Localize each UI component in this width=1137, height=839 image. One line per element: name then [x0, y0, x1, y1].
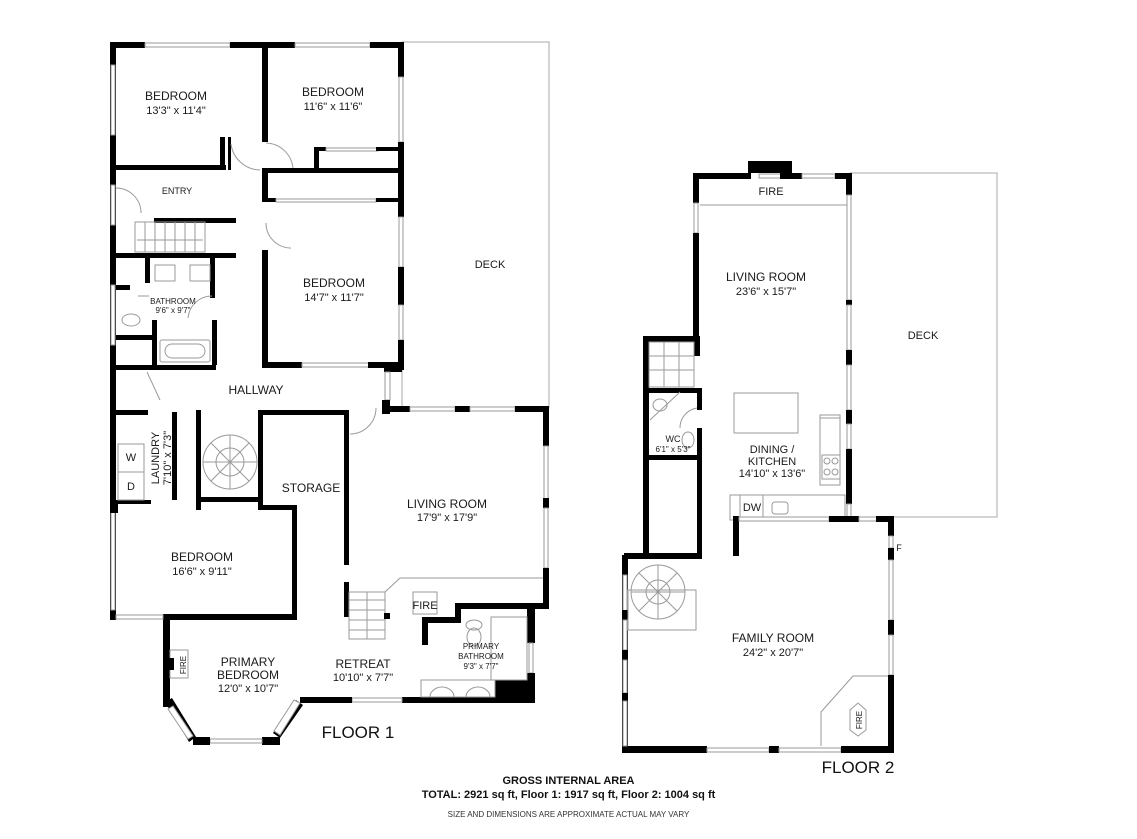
room-label-entry: ENTRY [162, 186, 192, 196]
dryer-label: D [127, 481, 135, 493]
room-label-retreat: RETREAT [335, 657, 391, 671]
fireplace-label-primary: FIRE [179, 656, 188, 674]
room-label-floor-2-living-room: LIVING ROOM [726, 270, 806, 284]
floor-1-spiral-stair [202, 434, 258, 490]
room-dims-bedroom-1: 13'3" x 11'4" [146, 105, 206, 117]
floor-1-title: FLOOR 1 [322, 723, 395, 742]
fireplace-label-family: FIRE [855, 711, 864, 729]
room-label-primary-bedroom-line1: PRIMARY [221, 655, 275, 669]
room-dims-retreat: 10'10" x 7'7" [333, 672, 393, 684]
room-label-bedroom-4: BEDROOM [171, 550, 233, 564]
room-label-bedroom-2: BEDROOM [302, 85, 364, 99]
room-dims-laundry: 7'10" x 7'3" [162, 431, 174, 485]
room-dims-family-room: 24'2" x 20'7" [743, 647, 803, 659]
room-label-storage: STORAGE [282, 481, 340, 495]
room-label-primary-bathroom-line1: PRIMARY [463, 642, 500, 651]
room-label-bedroom-3: BEDROOM [303, 276, 365, 290]
room-dims-bedroom-4: 16'6" x 9'11" [172, 566, 232, 578]
room-label-primary-bedroom-line2: BEDROOM [217, 668, 279, 682]
fridge-label: F [896, 543, 902, 553]
room-dims-primary-bathroom: 9'3" x 7'7" [464, 662, 499, 671]
size-disclaimer: SIZE AND DIMENSIONS ARE APPROXIMATE ACTU… [447, 810, 690, 819]
washer-label: W [126, 452, 137, 464]
room-dims-bedroom-2: 11'6" x 11'6" [304, 101, 363, 113]
room-dims-dining-kitchen: 14'10" x 13'6" [739, 468, 806, 480]
dishwasher-label: DW [743, 502, 762, 514]
room-label-bedroom-1: BEDROOM [145, 89, 207, 103]
room-dims-living-room: 17'9" x 17'9" [417, 512, 477, 524]
room-dims-bathroom: 9'6" x 9'7" [156, 306, 191, 315]
room-label-living-room: LIVING ROOM [407, 497, 487, 511]
room-label-primary-bathroom-line2: BATHROOM [458, 652, 504, 661]
gross-internal-area-title: GROSS INTERNAL AREA [502, 775, 635, 787]
room-label-deck-floor-1: DECK [475, 259, 506, 271]
room-label-dining-line1: DINING / [750, 444, 796, 456]
room-label-dining-line2: KITCHEN [748, 456, 796, 468]
room-dims-wc: 6'1" x 5'3" [656, 445, 691, 454]
room-dims-primary-bedroom: 12'0" x 10'7" [218, 683, 278, 695]
floor-1-main-stairs [134, 221, 206, 253]
room-dims-bedroom-3: 14'7" x 11'7" [304, 292, 364, 304]
room-label-family-room: FAMILY ROOM [732, 631, 814, 645]
fireplace-label-floor-2-living: FIRE [758, 186, 783, 198]
gross-internal-area-total: TOTAL: 2921 sq ft, Floor 1: 1917 sq ft, … [421, 789, 716, 801]
floor-2-deck-area [849, 172, 998, 518]
floor-1-deck-area [401, 41, 550, 409]
room-label-bathroom: BATHROOM [150, 297, 196, 306]
floor-1-fire-stairs [348, 577, 543, 640]
room-label-hallway: HALLWAY [228, 383, 283, 397]
floor-2-spiral-stair [627, 564, 697, 631]
room-dims-floor-2-living-room: 23'6" x 15'7" [736, 286, 796, 298]
floor-2-plan: FIRE LIVING ROOM 23'6" x 15'7" DECK WC 6… [622, 161, 998, 777]
room-label-laundry: LAUNDRY [150, 431, 162, 484]
floor-1-plan: BEDROOM 13'3" x 11'4" BEDROOM 11'6" x 11… [110, 41, 550, 745]
floor-2-title: FLOOR 2 [822, 758, 895, 777]
room-label-floor-2-deck: DECK [908, 330, 939, 342]
room-label-wc: WC [666, 434, 681, 444]
fireplace-label-living: FIRE [412, 600, 437, 612]
